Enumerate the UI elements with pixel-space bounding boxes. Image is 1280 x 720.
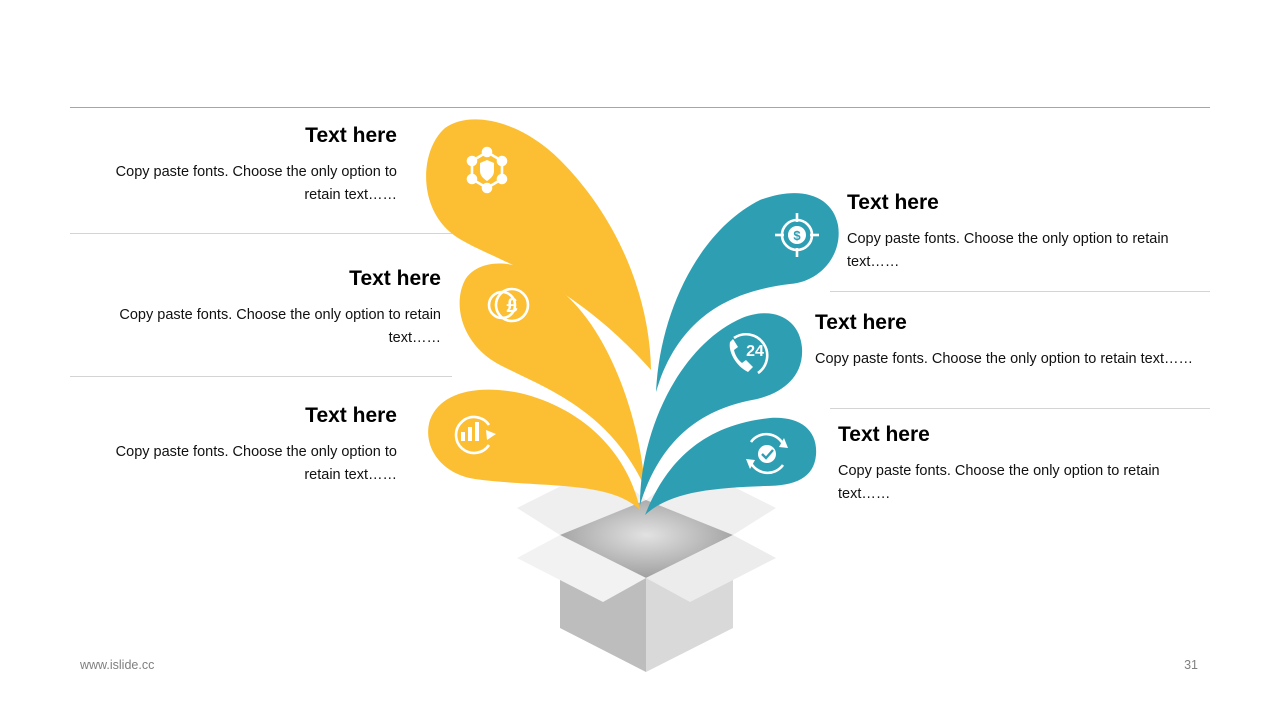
left-item-3-body: Copy paste fonts. Choose the only option… xyxy=(115,444,397,483)
right-item-2: Text here Copy paste fonts. Choose the o… xyxy=(815,310,1210,371)
yellow-petal-top xyxy=(426,119,651,371)
dollar-target-icon: $ xyxy=(775,213,819,257)
left-item-2-title: Text here xyxy=(349,267,441,290)
phone-24-badge: 24 xyxy=(746,343,764,360)
svg-text:$: $ xyxy=(793,228,801,243)
footer-page-number: 31 xyxy=(1184,658,1198,672)
right-item-1-title: Text here xyxy=(847,191,939,214)
left-item-3-title: Text here xyxy=(305,404,397,427)
left-item-1-body: Copy paste fonts. Choose the only option… xyxy=(115,164,397,203)
right-item-2-body: Copy paste fonts. Choose the only option… xyxy=(815,351,1194,367)
teal-petal-middle xyxy=(640,313,803,505)
right-item-1-body: Copy paste fonts. Choose the only option… xyxy=(847,231,1169,270)
growth-chart-icon xyxy=(454,415,496,455)
right-item-3-title: Text here xyxy=(838,423,930,446)
gear-check-icon xyxy=(746,432,788,475)
box-front-right-flap xyxy=(646,535,776,602)
right-divider-1 xyxy=(830,291,1210,292)
box-interior xyxy=(560,500,733,578)
top-rule xyxy=(70,107,1210,108)
box-front-left-flap xyxy=(517,535,646,602)
shield-network-icon xyxy=(466,146,508,194)
phone-24-icon: 24 xyxy=(729,333,769,375)
svg-text:£: £ xyxy=(506,295,517,317)
left-divider-1 xyxy=(70,233,452,234)
right-item-1: Text here Copy paste fonts. Choose the o… xyxy=(847,190,1187,274)
pound-coins-icon: £ xyxy=(487,287,530,323)
left-item-2-body: Copy paste fonts. Choose the only option… xyxy=(119,307,441,346)
left-item-1-title: Text here xyxy=(305,124,397,147)
footer-website[interactable]: www.islide.cc xyxy=(80,658,155,672)
left-divider-2 xyxy=(70,376,452,377)
teal-petal-bottom xyxy=(645,417,817,515)
left-item-1: Text here Copy paste fonts. Choose the o… xyxy=(100,123,397,207)
right-divider-2 xyxy=(830,408,1210,409)
right-item-2-title: Text here xyxy=(815,311,907,334)
left-item-3: Text here Copy paste fonts. Choose the o… xyxy=(100,403,397,487)
right-item-3-body: Copy paste fonts. Choose the only option… xyxy=(838,463,1160,502)
right-item-3: Text here Copy paste fonts. Choose the o… xyxy=(838,422,1178,506)
left-item-2: Text here Copy paste fonts. Choose the o… xyxy=(100,266,441,350)
